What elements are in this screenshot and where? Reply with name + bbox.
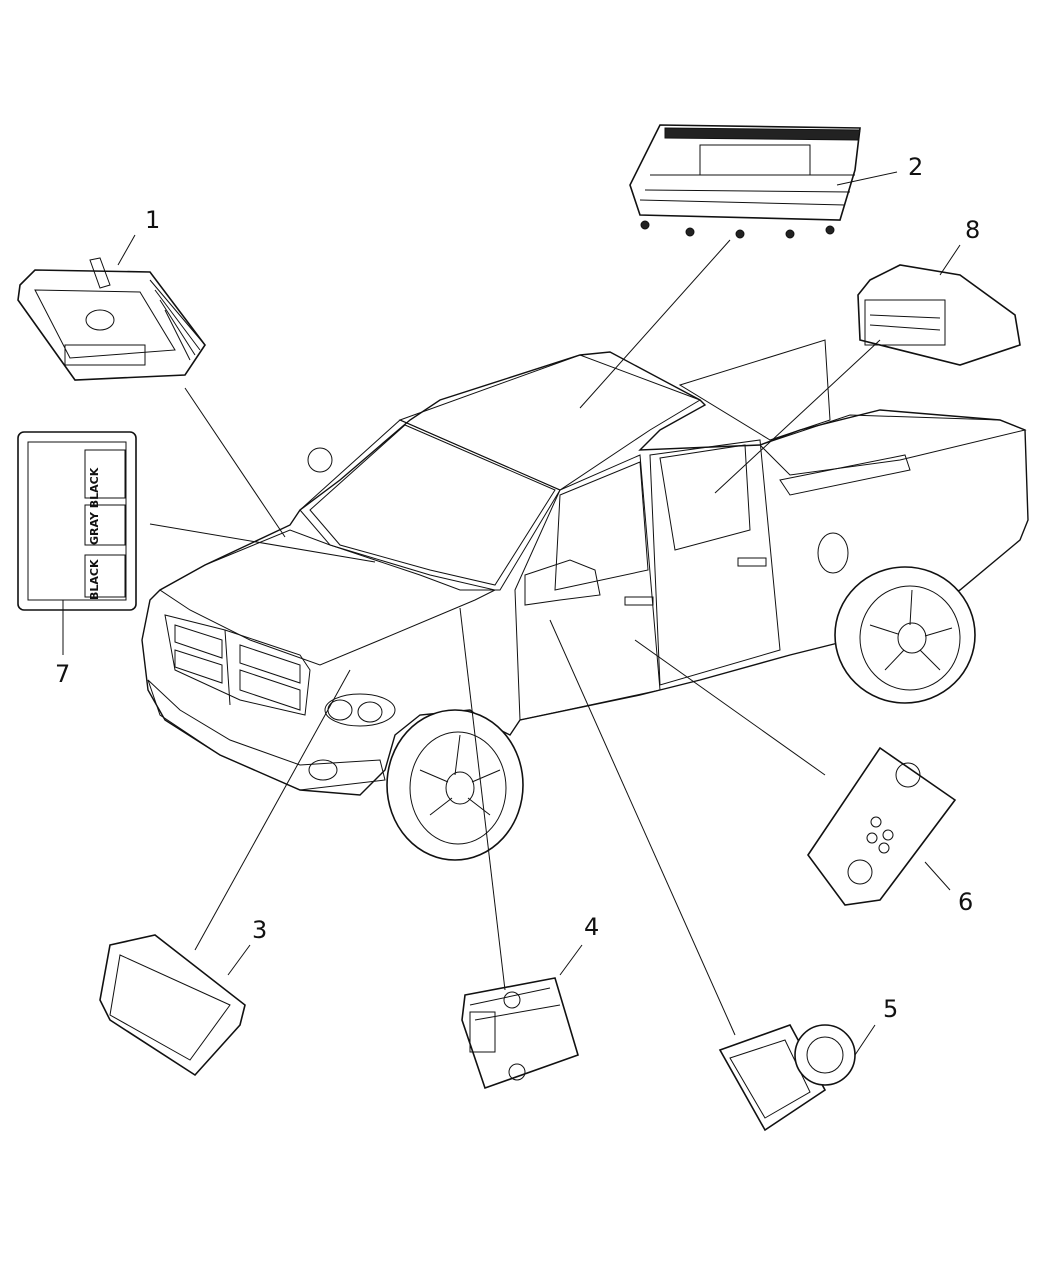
module-8-airbag-control[interactable] xyxy=(857,264,1021,366)
callout-2[interactable]: 2 xyxy=(908,153,923,181)
module-7-junction-block[interactable]: GRAY BLACK BLACK xyxy=(17,431,137,611)
callout-6[interactable]: 6 xyxy=(958,888,973,916)
module-1-powertrain-control[interactable] xyxy=(17,257,206,381)
callout-1[interactable]: 1 xyxy=(145,206,160,234)
callout-7[interactable]: 7 xyxy=(55,660,70,688)
callout-8[interactable]: 8 xyxy=(965,216,980,244)
module-7-label-black: BLACK xyxy=(88,559,101,600)
module-6-control-module[interactable] xyxy=(807,746,957,906)
leader-lines xyxy=(62,171,961,1056)
callout-numbers: 1 2 3 4 5 6 7 8 xyxy=(55,153,980,1023)
callout-4[interactable]: 4 xyxy=(584,913,599,941)
module-7-label-gray-black: GRAY BLACK xyxy=(88,467,101,545)
module-3-control-module[interactable] xyxy=(99,934,246,1077)
module-5-sensor-module[interactable] xyxy=(718,1024,856,1132)
module-2-instrument-cluster[interactable] xyxy=(629,124,861,239)
module-4-control-module[interactable] xyxy=(461,977,579,1090)
callout-3[interactable]: 3 xyxy=(252,916,267,944)
callout-5[interactable]: 5 xyxy=(883,995,898,1023)
pickup-truck-illustration xyxy=(141,339,1029,861)
